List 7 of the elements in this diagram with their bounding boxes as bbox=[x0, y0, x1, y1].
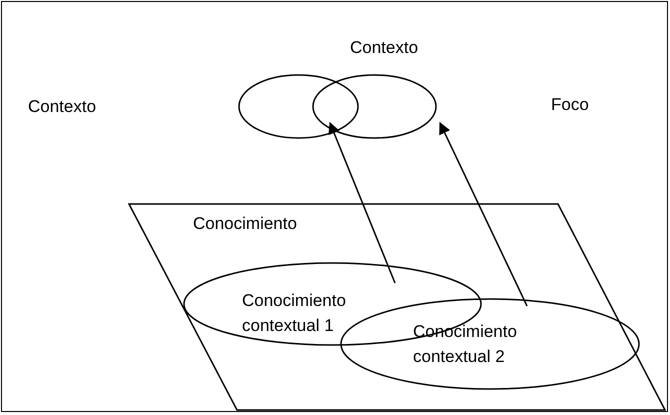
node-text: Conocimiento contextual 1 bbox=[242, 290, 347, 337]
arrow bbox=[328, 122, 396, 284]
arrow bbox=[439, 122, 528, 306]
node-text: Conocimiento bbox=[193, 213, 298, 235]
label-text: Contexto bbox=[28, 96, 96, 118]
label-text: Contexto bbox=[350, 37, 418, 59]
label-text: Foco bbox=[551, 94, 589, 116]
